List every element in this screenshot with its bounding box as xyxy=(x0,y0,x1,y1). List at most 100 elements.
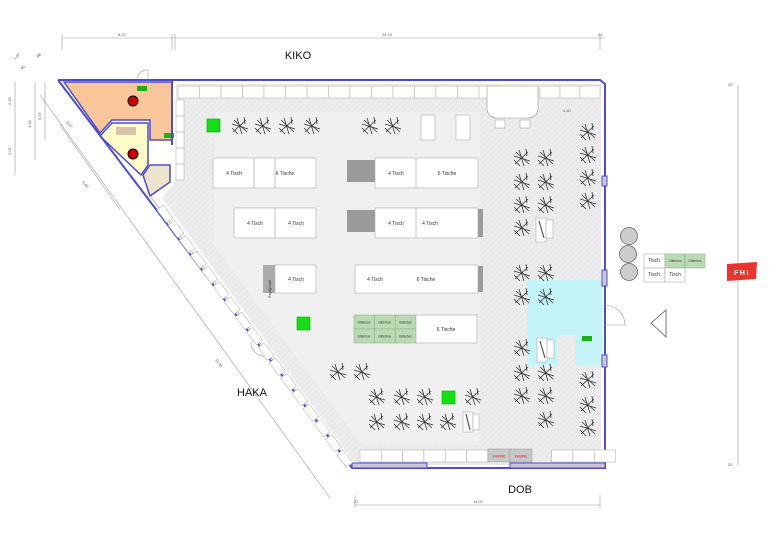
wall-shelf xyxy=(246,327,264,346)
sales-floor-inner xyxy=(210,112,480,445)
table-label: 6 Tische xyxy=(438,171,457,177)
wall-shelf xyxy=(594,449,616,463)
entrance-zone xyxy=(527,280,603,335)
logo-text: FHI xyxy=(734,270,750,277)
wall-shelf xyxy=(444,449,467,463)
wall-shelf xyxy=(328,85,351,99)
table-label: 4 Tisch xyxy=(288,277,304,283)
wall-shelf xyxy=(257,342,275,361)
emergency-exit-sign-icon xyxy=(582,336,592,341)
wall-shelf xyxy=(156,204,174,223)
dim-label: 2,33 xyxy=(7,96,12,105)
wall-shelf xyxy=(579,85,601,99)
table-label: 6 Tische xyxy=(276,171,295,177)
round-racks xyxy=(619,227,638,281)
wall-shelf xyxy=(539,85,561,99)
door-icon[interactable] xyxy=(136,69,149,81)
dim-label: 14,01 xyxy=(473,499,484,504)
wall-shelf xyxy=(572,449,595,463)
mannequin-stand xyxy=(535,217,554,243)
table-label: 4 Tisch xyxy=(367,277,383,283)
dim-label: 20 xyxy=(728,462,733,467)
wall-shelf xyxy=(349,85,372,99)
table-label: 4 Tisch xyxy=(422,221,438,227)
emergency-exit-sign-icon xyxy=(164,133,174,138)
dimension-diagonal: 3,57 3,42 11,40 xyxy=(39,94,331,499)
dim-label: 11,40 xyxy=(214,358,224,369)
dim-label: 6,22 xyxy=(118,32,127,37)
mannequin-stand xyxy=(462,411,480,433)
dim-label: 5,97 xyxy=(37,111,42,120)
area-label-dob: DOB xyxy=(508,484,532,496)
wall-shelf xyxy=(551,449,574,463)
wall-shelf xyxy=(285,85,308,99)
table-label: 6 Tische xyxy=(417,277,436,283)
wall-shelf xyxy=(199,85,222,99)
dimension-left: 2,33 4,33 5,97 2,07 1,97 98 40 xyxy=(7,51,46,175)
table-label: Tisch xyxy=(669,272,681,278)
emergency-exit-sign-icon xyxy=(137,86,147,91)
table-block: 6 Tische xyxy=(415,314,478,344)
dim-label: 3,57 xyxy=(65,120,74,130)
dim-label: 40 xyxy=(19,63,26,70)
fitting-cabin[interactable] xyxy=(509,448,533,463)
wall-shelf xyxy=(336,449,354,468)
desk xyxy=(116,127,136,135)
table-label: 4 Tisch xyxy=(247,221,263,227)
marker-square xyxy=(206,118,221,133)
entrance-arrow-icon xyxy=(650,309,667,338)
entrance-door[interactable] xyxy=(604,304,626,326)
dim-label: 1,97 xyxy=(12,51,22,61)
wall-shelf xyxy=(466,449,489,463)
wall-shelf xyxy=(280,372,297,392)
dim-label: 4,33 xyxy=(27,119,32,128)
dimension-bottom: 22 14,01 xyxy=(354,495,601,508)
wall-shelf xyxy=(435,85,458,99)
office-room xyxy=(98,122,149,177)
wall-shelf xyxy=(414,85,437,99)
outside-table-block: Tisch Gitterbox Gitterbox Tisch Tisch xyxy=(643,253,706,283)
table-block: 4 Tisch 6 Tische xyxy=(212,157,317,189)
table-block: 4 Tisch 4 Tisch xyxy=(233,207,317,239)
fire-extinguisher-icon xyxy=(127,148,139,160)
wall-shelf xyxy=(177,85,200,99)
gitterbox-label: Gitterbox xyxy=(399,321,412,325)
wall-shelf xyxy=(175,147,185,165)
gitterbox-label: Gitterbox xyxy=(378,321,391,325)
gitterbox-label: Gitterbox xyxy=(378,335,391,339)
wall-shelf xyxy=(291,388,309,407)
table-label: Tisch xyxy=(648,272,660,278)
marker-square xyxy=(441,390,456,405)
wall-shelf xyxy=(235,311,252,331)
wall-shelf xyxy=(559,85,581,99)
wall-shelf xyxy=(263,85,286,99)
gitterbox-label: Gitterbox xyxy=(669,259,682,263)
wall-shelf xyxy=(457,85,480,99)
wall-shelf xyxy=(381,449,403,463)
wall-shelf xyxy=(392,85,415,99)
gitterbox-label: Gitterbox xyxy=(358,335,371,339)
wall-shelf xyxy=(371,85,394,99)
dim-label: 22 xyxy=(354,499,359,504)
mannequin-stand xyxy=(536,337,555,363)
wall-shelf xyxy=(212,281,230,300)
area-label-haka: HAKA xyxy=(237,387,268,399)
cash-desk xyxy=(486,85,539,119)
dimension-top: 6,22 24,74 22 xyxy=(61,32,605,50)
wall-shelf xyxy=(167,219,185,239)
display-table xyxy=(455,114,471,141)
wall-shelf xyxy=(190,250,207,269)
wall-shelf xyxy=(175,131,185,149)
gitterbox-label: Gitterbox xyxy=(358,321,371,325)
fitting-room-back xyxy=(142,164,171,198)
marker-square xyxy=(296,316,311,331)
wall-shelf xyxy=(201,265,219,285)
table-block: 4 Tisch 4 Tisch xyxy=(347,207,483,239)
wall-shelf xyxy=(325,434,342,453)
dim-label: 24,74 xyxy=(382,32,393,37)
dim-label: 4,40 xyxy=(563,108,572,113)
wall-shelf xyxy=(175,99,185,117)
fire-extinguisher-icon xyxy=(127,95,139,107)
wall-shelf xyxy=(175,163,185,181)
